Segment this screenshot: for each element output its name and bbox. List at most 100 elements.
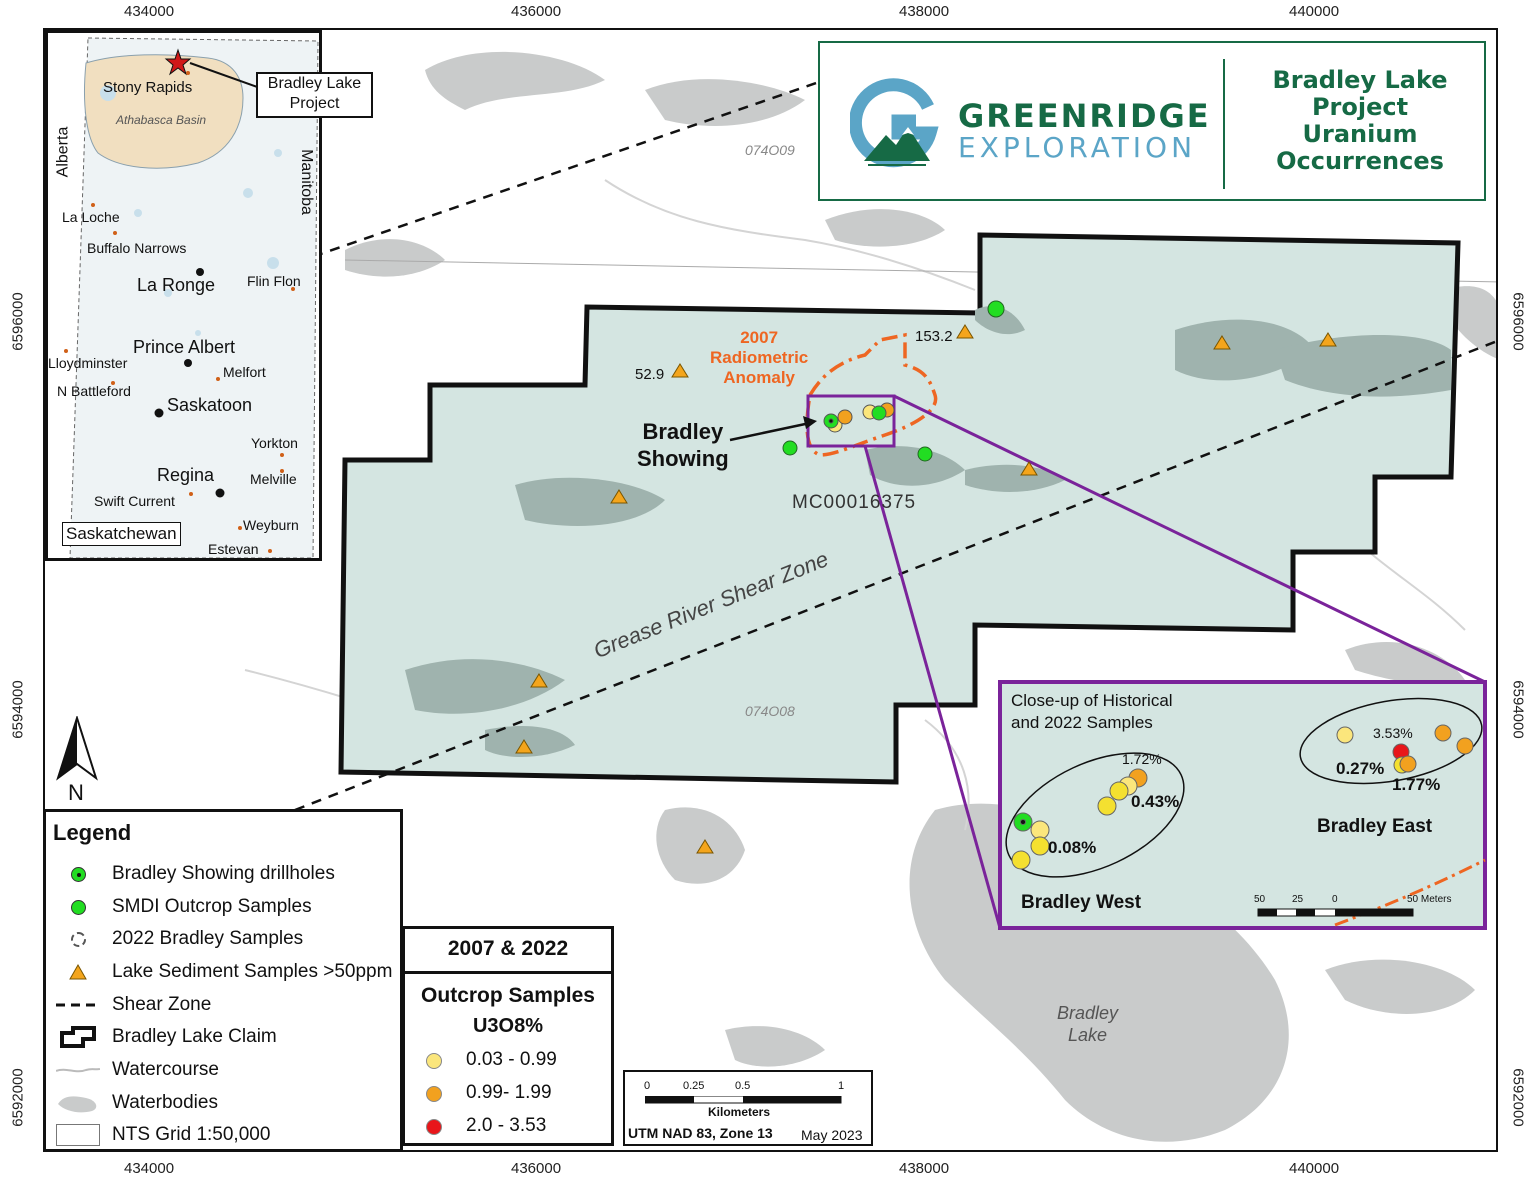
town-la-ronge bbox=[196, 268, 204, 276]
sample-legend: 2007 & 2022 Outcrop Samples U3O8% 0.03 -… bbox=[402, 926, 614, 1146]
sample-class-label: 0.99- 1.99 bbox=[466, 1082, 552, 1103]
sample-mid bbox=[1456, 737, 1474, 755]
smdi-sample bbox=[917, 446, 933, 462]
company-subtitle: EXPLORATION bbox=[958, 131, 1197, 164]
closeup-value-1-77: 1.77% bbox=[1392, 775, 1441, 794]
date-label: May 2023 bbox=[801, 1127, 863, 1143]
inset-town: Melville bbox=[250, 471, 297, 487]
bradley-east-label: Bradley East bbox=[1317, 816, 1433, 837]
closeup-value-0-08: 0.08% bbox=[1048, 838, 1097, 857]
inset-town: La Ronge bbox=[137, 275, 216, 295]
anomaly-label: 2007 Radiometric Anomaly bbox=[710, 328, 809, 387]
claim-outline-icon bbox=[56, 1025, 100, 1049]
town-prince-albert bbox=[184, 359, 192, 367]
north-arrow-icon bbox=[56, 714, 98, 781]
inset-province-label: Saskatchewan bbox=[62, 522, 181, 546]
sample-class-label: 2.0 - 3.53 bbox=[466, 1115, 547, 1136]
waterbody bbox=[485, 725, 575, 757]
shear-zones bbox=[244, 78, 1496, 812]
town-saskatoon bbox=[154, 408, 164, 418]
sample-legend-unit: U3O8% bbox=[472, 1015, 544, 1037]
province-outline bbox=[69, 37, 319, 558]
waterbody bbox=[965, 464, 1065, 492]
waterbody bbox=[975, 306, 1025, 335]
legend-label: Lake Sediment Samples >50ppm bbox=[112, 961, 393, 982]
waterbody bbox=[865, 446, 965, 486]
sample-class-label: 0.03 - 0.99 bbox=[466, 1049, 557, 1070]
legend-label: Waterbodies bbox=[112, 1092, 218, 1113]
lake-sediment-sample bbox=[1213, 335, 1231, 350]
closeup-scale-50-left: 50 bbox=[1254, 894, 1266, 905]
sample-mid bbox=[1399, 755, 1417, 773]
inset-town: N Battleford bbox=[57, 383, 131, 399]
company-name: GREENRIDGE bbox=[958, 97, 1211, 135]
legend-label: Watercourse bbox=[112, 1059, 219, 1080]
inset-town: Saskatoon bbox=[167, 395, 253, 415]
waterbody bbox=[1345, 641, 1465, 685]
legend-label: Bradley Showing drillholes bbox=[112, 863, 335, 884]
shear-zone-north bbox=[244, 78, 826, 282]
sample-mid-icon bbox=[426, 1086, 442, 1102]
waterbody bbox=[1275, 335, 1451, 397]
inset-town: Swift Current bbox=[94, 493, 175, 509]
map-title: Bradley Lake Project Uranium Occurrences bbox=[1272, 66, 1448, 175]
legend-row: NTS Grid 1:50,000 bbox=[56, 1121, 270, 1149]
projection-label: UTM NAD 83, Zone 13 bbox=[628, 1125, 773, 1141]
sed-value-153-2: 153.2 bbox=[915, 328, 953, 345]
legend-panel: Legend Bradley Showing drillholes SMDI O… bbox=[43, 809, 403, 1152]
scalebar-block: 0 0.25 0.5 1 Kilometers UTM NAD 83, Zone… bbox=[623, 1070, 873, 1146]
waterbody bbox=[825, 209, 945, 247]
inset-map[interactable]: Stony Rapids Athabasca Basin Alberta Man… bbox=[45, 30, 322, 561]
x-tick-434000: 434000 bbox=[124, 3, 175, 20]
lake-sediment-sample bbox=[671, 363, 689, 378]
sample-high-icon bbox=[426, 1119, 442, 1135]
lake-sediment-sample bbox=[530, 673, 548, 688]
closeup-panel[interactable] bbox=[987, 680, 1489, 930]
inset-basin: Athabasca Basin bbox=[116, 113, 207, 127]
inset-canvas bbox=[64, 37, 319, 558]
nts-label-north: 074O09 bbox=[745, 142, 795, 158]
waterbody bbox=[645, 79, 805, 126]
legend-row: Shear Zone bbox=[56, 991, 211, 1019]
grid-box-icon bbox=[56, 1123, 100, 1147]
sample-mid bbox=[1434, 724, 1452, 742]
legend-row: Bradley Showing drillholes bbox=[56, 860, 335, 888]
title-divider bbox=[1223, 59, 1225, 189]
lake-sediment-sample bbox=[515, 739, 533, 754]
x-tick-438000: 438000 bbox=[899, 3, 950, 20]
legend-row: SMDI Outcrop Samples bbox=[56, 893, 312, 921]
legend-row: Lake Sediment Samples >50ppm bbox=[56, 958, 392, 986]
closeup-value-1-72: 1.72% bbox=[1122, 751, 1162, 767]
smdi-dot-icon bbox=[56, 895, 100, 919]
triangle-icon bbox=[56, 960, 100, 984]
west-ellipse bbox=[1005, 752, 1185, 878]
waterbody bbox=[1325, 959, 1475, 1014]
sample-legend-header: 2007 & 2022 bbox=[447, 937, 569, 960]
x-tick-436000: 436000 bbox=[511, 3, 562, 20]
map-canvas[interactable] bbox=[45, 30, 1498, 1152]
sample-low-icon bbox=[426, 1053, 442, 1069]
north-label: N bbox=[68, 780, 84, 805]
closeup-value-3-53: 3.53% bbox=[1373, 725, 1413, 741]
legend-row: 2022 Bradley Samples bbox=[56, 925, 303, 953]
lake-sediment-sample bbox=[1020, 461, 1038, 476]
waterbody bbox=[1175, 319, 1315, 381]
legend-label: 2022 Bradley Samples bbox=[112, 928, 304, 949]
east-ellipse bbox=[1299, 697, 1483, 785]
waterbody bbox=[345, 239, 445, 277]
smdi-sample bbox=[987, 300, 1005, 318]
watercourse-icon bbox=[56, 1058, 100, 1082]
town-regina bbox=[215, 488, 225, 498]
legend-row: Bradley Lake Claim bbox=[56, 1023, 277, 1051]
inset-town: La Loche bbox=[62, 209, 120, 225]
dashed-circle-icon bbox=[56, 927, 100, 951]
dashed-line-icon bbox=[56, 993, 100, 1017]
inset-manitoba: Manitoba bbox=[297, 149, 315, 215]
title-block: GREENRIDGE EXPLORATION Bradley Lake Proj… bbox=[818, 41, 1486, 201]
radiometric-anomaly[interactable] bbox=[805, 332, 938, 457]
inset-town: Prince Albert bbox=[133, 337, 236, 357]
x-tick-436000-bottom: 436000 bbox=[511, 1160, 562, 1177]
waterbody-icon bbox=[56, 1091, 100, 1115]
sample-legend-divider bbox=[405, 971, 611, 974]
north-arrow: N bbox=[54, 714, 100, 806]
